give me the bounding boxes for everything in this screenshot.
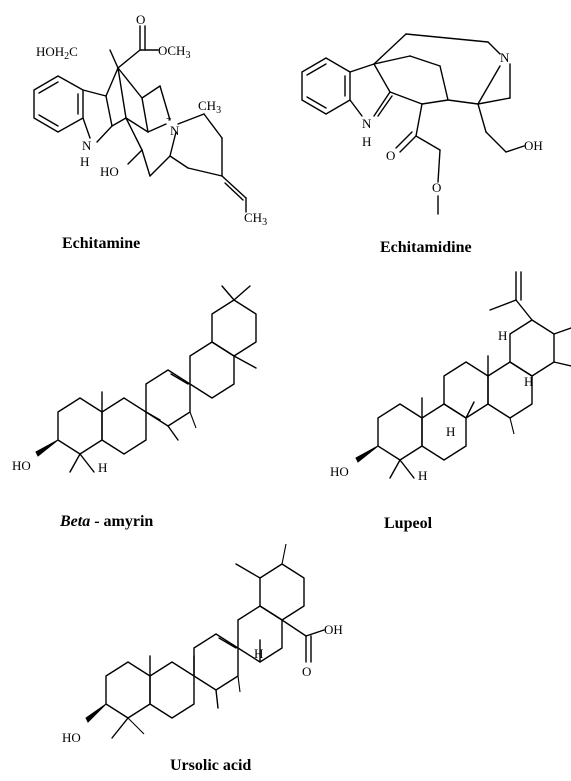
echitamidine-ether-o: O — [432, 180, 441, 195]
echitamine-nh-h: H — [80, 154, 89, 169]
echitamine-ch3-n-label: CH3 — [198, 98, 221, 116]
echitamine-ho-label: HO — [100, 164, 119, 179]
echitamidine-n-top: N — [500, 50, 510, 65]
echitamine-och3-label: OCH3 — [158, 43, 190, 61]
echitamine-charge: + — [166, 114, 172, 125]
lupeol-caption: Lupeol — [384, 515, 433, 532]
echitamidine-oh: OH — [524, 138, 543, 153]
ursolic-acid-h: H — [254, 646, 263, 661]
echitamine-caption: Echitamine — [62, 235, 140, 252]
echitamidine-structure: N N H O O OH — [301, 33, 543, 215]
echitamine-ch3-end: CH3 — [244, 210, 267, 228]
echitamidine-nh-h: H — [362, 134, 371, 149]
echitamidine-nh-n: N — [362, 116, 372, 131]
ursolic-acid-ho: HO — [62, 730, 81, 745]
ursolic-acid-caption: Ursolic acid — [170, 757, 251, 774]
lupeol-ho: HO — [330, 464, 349, 479]
echitamine-hoh2c-label: HOH2C — [36, 44, 78, 62]
echitamine-nh-n: N — [82, 138, 92, 153]
ursolic-acid-structure: OH O H HO — [62, 543, 343, 745]
lupeol-h1: H — [498, 328, 507, 343]
echitamine-structure: HOH2C O OCH3 CH3 + N N H HO CH3 — [33, 12, 267, 228]
echitamine-carbonyl-o: O — [136, 12, 145, 27]
ursolic-acid-o: O — [302, 664, 311, 679]
beta-amyrin-structure: HO H — [12, 285, 257, 475]
lupeol-h4: H — [418, 468, 427, 483]
lupeol-h2: H — [524, 374, 533, 389]
beta-amyrin-h: H — [98, 460, 107, 475]
beta-amyrin-caption: Beta - amyrin — [59, 513, 153, 530]
echitamidine-keto-o: O — [386, 148, 395, 163]
ursolic-acid-oh: OH — [324, 622, 343, 637]
echitamidine-caption: Echitamidine — [380, 239, 472, 256]
lupeol-h3: H — [446, 424, 455, 439]
lupeol-structure: H H H H HO — [330, 271, 571, 483]
beta-amyrin-ho: HO — [12, 458, 31, 473]
echitamine-n-plus: N — [170, 123, 180, 138]
